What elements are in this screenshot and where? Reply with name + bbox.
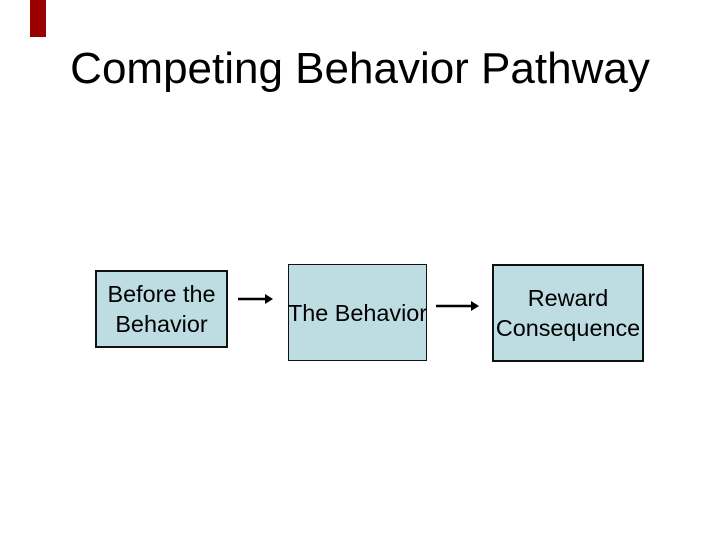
flow-box-reward-consequence: Reward Consequence <box>492 264 644 362</box>
flow-box-label-line: Reward <box>527 285 609 311</box>
arrow-right-icon <box>238 294 273 304</box>
red-marker-bar <box>30 0 46 37</box>
flow-box-before-the-behavior: Before the Behavior <box>95 270 228 348</box>
flow-box-label-line: Consequence <box>495 315 641 341</box>
slide-title: Competing Behavior Pathway <box>70 44 650 93</box>
flow-box-label-line: Behavior <box>115 311 208 337</box>
flow-box-label-line: Before the <box>107 281 216 307</box>
flow-box-label-line: The Behavior <box>287 299 428 326</box>
flow-box-the-behavior: The Behavior <box>288 264 427 361</box>
arrow-right-icon <box>436 301 479 311</box>
